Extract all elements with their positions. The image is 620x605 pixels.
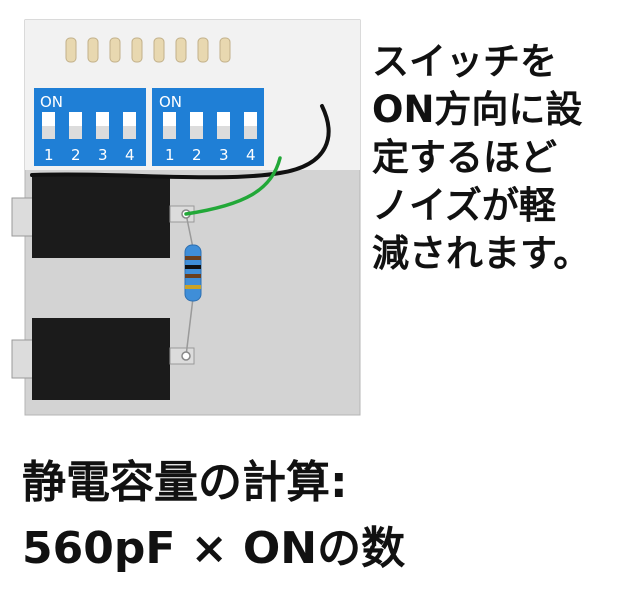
instruction-line: 減されます。 [372,232,591,275]
dip-switch-2-number: 3 [219,146,229,164]
instruction-line: ノイズが軽 [372,184,556,227]
formula-title: 静電容量の計算: [22,457,348,508]
dip-switch-2-number: 2 [192,146,202,164]
resistor [184,244,202,302]
mounting-tab-lower [11,339,35,379]
mounting-tab-upper [11,197,35,237]
dip-switch-1-number: 3 [98,146,108,164]
instruction-text: スイッチを ON方向に設 定するほど ノイズが軽 減されます。 [372,38,612,278]
dip-switch-1-number: 2 [71,146,81,164]
dip-switch-2-on-label: ON [159,93,182,111]
green-wire [184,156,282,216]
formula-expression: 560pF × ONの数 [22,523,406,574]
instruction-line: 定するほど [372,136,557,179]
dip-switch-1-toggles[interactable] [42,112,136,139]
instruction-line: ON方向に設 [372,88,583,131]
instruction-line: スイッチを [372,40,557,83]
black-wire [30,104,331,180]
dip-switch-1-on-label: ON [40,93,63,111]
dip-switch-2-number: 1 [165,146,175,164]
pickup-upper [32,176,170,258]
dip-switch-1-number: 1 [44,146,54,164]
solder-pad-bottom [181,351,191,361]
dip-switch-2-toggles[interactable] [163,112,257,139]
dip-switch-1-number: 4 [125,146,135,164]
resistor-lead-top [185,213,194,249]
pickup-lower [32,318,170,400]
dip-switch-1: ON 1 2 3 4 [34,88,146,166]
resistor-lead-bottom [185,297,194,357]
dip-switch-2-number: 4 [246,146,256,164]
header-pins [65,37,231,63]
dip-switch-2: ON 1 2 3 4 [152,88,264,166]
